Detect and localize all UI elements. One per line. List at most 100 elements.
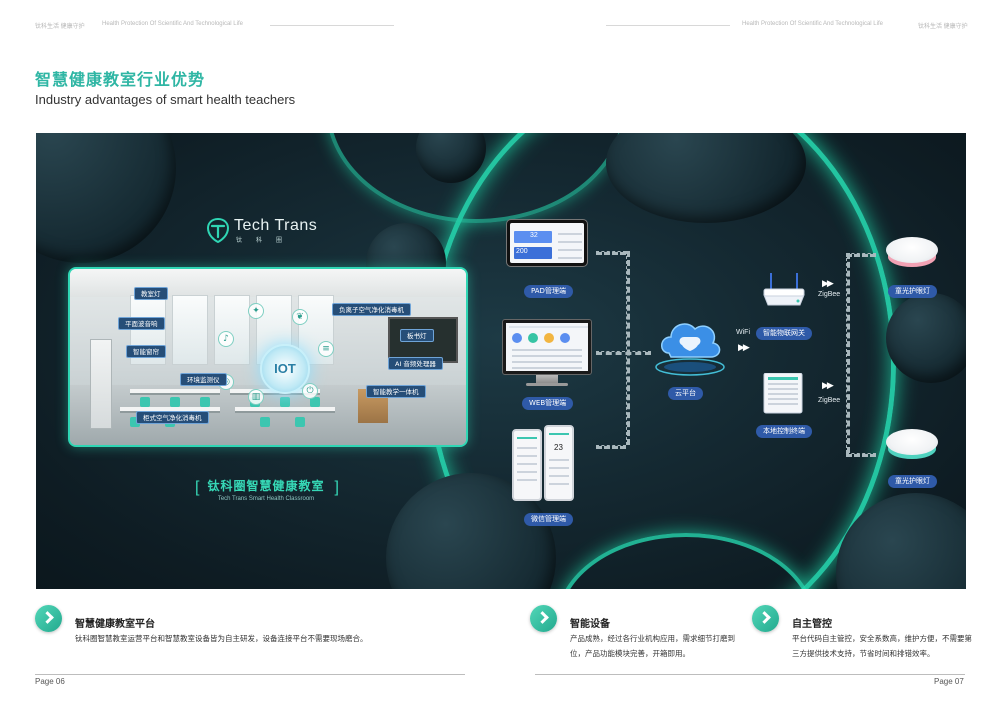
lamp-bottom-label: 童光护眼灯 — [888, 475, 937, 488]
brand-name: Tech Trans — [234, 217, 318, 234]
feature-title: 智慧健康教室平台 — [75, 619, 155, 630]
feature-title: 智能设备 — [570, 619, 610, 630]
eye-lamp-bottom — [886, 429, 938, 465]
lamp-cover — [886, 429, 938, 455]
curtain-icon: ≡ — [318, 341, 334, 357]
cloud-platform-icon — [655, 323, 725, 376]
tag-smart-curtain: 智能窗帘 — [126, 345, 166, 358]
connector-line — [626, 251, 630, 445]
bubble-top-left — [36, 133, 176, 263]
feature-text: 钛科圈智慧教室运营平台和智慧教室设备皆为自主研发，设备连接平台不需要现场磨合。 — [75, 634, 368, 643]
tech-trans-brand: Tech Trans 钛科圈 — [206, 217, 321, 247]
chair — [140, 397, 150, 407]
tag-classroom-light: 教室灯 — [134, 287, 168, 300]
tag-env-monitor: 环境监测仪 — [180, 373, 227, 386]
phone-bar — [517, 447, 537, 449]
header-left-rule — [270, 25, 394, 26]
lamp-top-label: 童光护眼灯 — [888, 285, 937, 298]
web-tile — [512, 333, 522, 343]
feature-text: 产品成熟，经过各行业机构应用，需求细节打磨到位，产品功能模块完善，开箱即用。 — [570, 634, 735, 658]
phone-bar — [549, 475, 569, 477]
chair — [130, 417, 140, 427]
web-bar — [512, 349, 582, 351]
pad-device: 32 200 — [506, 219, 588, 267]
tag-blackboard-light: 板书灯 — [400, 329, 434, 342]
feature-title: 自主管控 — [792, 619, 832, 630]
leaf-icon: ❦ — [292, 309, 308, 325]
connector-line — [596, 351, 651, 355]
chair — [260, 417, 270, 427]
web-bar — [512, 367, 582, 369]
hero-illustration: Tech Trans 钛科圈 IOT ✦ ❦ ♪ ≡ ◎ ▥ ⏻ — [36, 133, 966, 589]
zigbee-top-arrow-icon: ▶▶ — [822, 279, 834, 289]
footer-rule-right — [535, 674, 965, 675]
chair — [170, 397, 180, 407]
phone-bar — [517, 471, 537, 473]
phone-bar — [549, 459, 569, 461]
connector-line — [846, 253, 850, 453]
pad-card — [514, 247, 552, 259]
router-icon — [763, 273, 805, 306]
tag-flat-speaker: 平面波音响 — [118, 317, 165, 330]
terminal-icon — [763, 373, 803, 414]
tag-ai-audio: AI 音频处理器 — [388, 357, 443, 370]
wifi-arrow-icon: ▶▶ — [738, 343, 750, 353]
chart-icon: ▥ — [248, 389, 264, 405]
section-subtitle: Industry advantages of smart health teac… — [35, 92, 296, 107]
bubble-right — [886, 293, 966, 383]
chevron-right-icon — [530, 605, 557, 632]
bracket-right: ] — [334, 479, 339, 496]
page-number-right: Page 07 — [934, 677, 964, 686]
pad-bar — [558, 249, 582, 251]
connector-line — [596, 445, 626, 449]
feature-text: 平台代码自主管控，安全系数高，维护方便，不需要第三方提供技术支持，节省时间和排错… — [792, 634, 972, 658]
phone-value: 23 — [554, 443, 563, 452]
web-tile — [560, 333, 570, 343]
page-number-left: Page 06 — [35, 677, 65, 686]
phone-bar — [517, 437, 537, 439]
gateway-label: 智能物联网关 — [756, 327, 812, 340]
light-bulb-icon: ✦ — [248, 303, 264, 319]
lamp-cover — [886, 237, 938, 263]
header-left-brand: 钛科生活 健康守护 — [35, 24, 85, 30]
pad-bar — [558, 233, 582, 235]
tag-cabinet-purifier: 柜式空气净化消毒机 — [136, 411, 209, 424]
zigbee-bottom-arrow-icon: ▶▶ — [822, 381, 834, 391]
window — [172, 295, 208, 365]
phone-bar — [517, 463, 537, 465]
web-label: WEB管理端 — [522, 397, 574, 410]
power-icon: ⏻ — [302, 383, 318, 399]
desk — [235, 407, 335, 413]
connector-line — [596, 251, 626, 255]
web-device — [502, 319, 592, 375]
monitor-base — [526, 383, 568, 386]
header-left-tagline: Health Protection Of Scientific And Tech… — [102, 21, 243, 27]
classroom-title: [ 钛科圈智慧健康教室 Tech Trans Smart Health Clas… — [195, 477, 339, 502]
pad-card — [514, 231, 552, 243]
wechat-phone — [512, 429, 542, 501]
chair — [200, 397, 210, 407]
wifi-label: WiFi — [736, 329, 750, 336]
bracket-left: [ — [195, 479, 200, 496]
header-right-brand: 钛科生活 健康守护 — [918, 24, 968, 30]
chair — [310, 397, 320, 407]
zigbee-bottom-label: ZigBee — [818, 397, 841, 404]
connector-line — [846, 453, 876, 457]
header-right-rule — [606, 25, 730, 26]
chevron-right-icon — [35, 605, 62, 632]
cloud-label: 云平台 — [668, 387, 703, 400]
web-bar — [512, 355, 582, 357]
web-screen — [506, 323, 588, 371]
phone-bar — [517, 455, 537, 457]
tag-smart-board: 智能教学一体机 — [366, 385, 426, 398]
wechat-label: 微信管理端 — [524, 513, 573, 526]
connector-line — [846, 253, 876, 257]
purifier-cabinet — [90, 339, 112, 429]
window — [214, 295, 250, 365]
classroom-title-en: Tech Trans Smart Health Classroom — [217, 496, 315, 502]
pad-value-1: 32 — [530, 232, 538, 239]
section-title: 智慧健康教室行业优势 — [35, 70, 206, 89]
terminal-label: 本地控制终端 — [756, 425, 812, 438]
iot-hub-icon: IOT — [260, 344, 310, 394]
ceiling — [70, 269, 466, 297]
